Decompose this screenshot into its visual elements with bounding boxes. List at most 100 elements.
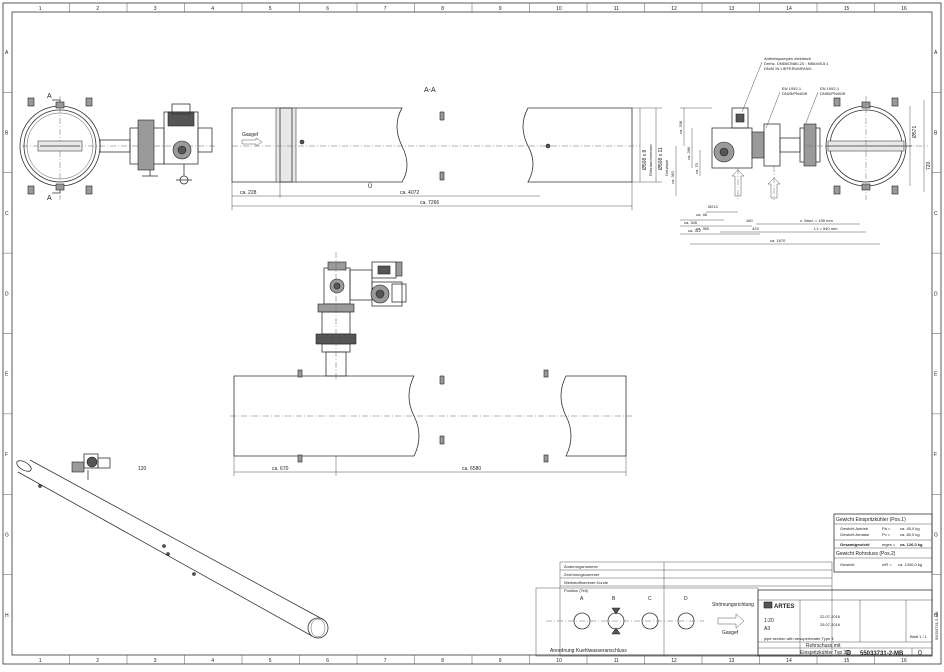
zone-label: 6 [326,6,329,12]
zone-label: 5 [269,6,272,12]
tb-row-4: Position (Teil) [564,588,589,593]
weight-row-3-val: ca. 126,0 kg [900,542,923,547]
zone-label: D [934,291,938,297]
dim-front-b: ca. 6580 [462,466,481,472]
flow-pos-b: B [612,596,616,602]
tb-scale: 1:20 [764,618,774,624]
zone-label: C [5,211,9,217]
zone-label: 10 [556,6,562,12]
dim-diameter-housing-sub: Gehäuse [664,159,669,176]
zone-label: 5 [269,658,272,664]
zone-label: 16 [901,658,907,664]
weight-table: Gewicht Einspritzkühler (Pos.1) Gewicht … [833,513,933,573]
dim-r1: ca. 48 [696,212,708,217]
zone-label: 15 [844,6,850,12]
zone-label: 13 [729,6,735,12]
weight-row-1-sym: Pa = [882,526,891,531]
flow-legend-subtitle: Gasgef [722,630,739,636]
zone-label: 1 [39,658,42,664]
zone-label: 2 [96,6,99,12]
section-aa-view: A-A Gasgef Ø508 x 8 Rohrdurchmesser Ø508… [231,87,669,210]
zone-label: H [934,613,938,619]
dim-r5: 160 [746,218,753,223]
flange-a-std: EN 1092-1 [782,86,802,91]
drawing-number-prefix: D [846,650,851,657]
dim-front-a: ca. 670 [272,466,289,472]
flow-pos-c: C [648,596,652,602]
zone-label: 14 [786,658,792,664]
weight-row-2-sym: Pv = [882,532,891,537]
zone-label: 12 [671,658,677,664]
zone-label: F [5,452,8,458]
weight-row-2-label: Gewicht Armatur [840,532,870,537]
flow-direction-legend: Strömungsrichtung Gasgef A B C D Anordnu… [535,587,759,657]
title-block: Änderungsnummer Zeichnungsnummer Werksto… [559,561,939,657]
zone-label: D [5,291,9,297]
dim-h3: ca. 286 [686,146,691,160]
dim-h2: ca. 362 [670,170,675,184]
zone-label: F [934,452,937,458]
weights-title-2: Gewicht Rohrstuss (Pos.2) [836,551,896,557]
flange-b-spec: DN50/PN40/B [820,91,845,96]
dim-r8: L1 = 540 mm [814,226,838,231]
flow-pos-d: D [684,596,688,602]
weight-row-1-val: ca. 45,0 kg [900,526,920,531]
zone-label: 8 [441,658,444,664]
note-line-3: DN40 IN LIEFERUMFANG [764,66,812,71]
flange-b-std: EN 1092-1 [820,86,840,91]
iso-label: 120 [138,466,147,472]
section-label-bottom: A [47,195,52,202]
zone-label: E [5,372,9,378]
dim-height-v: 720 [926,161,932,170]
zone-label: 13 [729,658,735,664]
zone-label: G [5,532,9,538]
flow-legend-caption: Anordnung Kuehlwasseranschluss [550,648,627,654]
front-view: ca. 670 ca. 6580 [230,252,632,476]
flow-pos-a: A [580,596,584,602]
flow-label: Gasgef [242,132,259,138]
weight-row-3-sym: mges = [882,542,896,547]
tb-date-1: 22.07.2016 [820,614,841,619]
weight-row-2-val: ca. 80,0 kg [900,532,920,537]
zone-label: 11 [614,6,619,12]
inner-frame [11,11,933,656]
drawing-number: 55033731-2-MB [860,651,904,657]
desc-title-1: Rohrschuss mit [806,643,841,649]
tb-row-3: Werkstoffnummer Kunde [564,580,609,585]
dim-outer-diameter: Ø571 [912,126,918,138]
dim-length-c: ca. 7266 [420,200,439,206]
zone-label: 11 [614,658,619,664]
zone-label: 3 [154,6,157,12]
tb-date-2: 25.07.2016 [820,622,841,627]
tb-row-2: Zeichnungsnummer [564,572,600,577]
zone-label: E [934,372,938,378]
side-drawing-number: 55033731-2-MB [934,611,939,640]
zone-label: H [5,613,9,619]
dim-length-a: ca. 228 [240,190,257,196]
zone-label: 7 [384,6,387,12]
zone-label: A [934,50,938,56]
zone-label: 7 [384,658,387,664]
weight-row-1-label: Gewicht Antrieb [840,526,869,531]
zone-label: 8 [441,6,444,12]
dim-r9: ca. 1670 [770,238,786,243]
dim-diameter-pipe-sub: Rohrdurchmesser [648,144,653,176]
desc-small: pipe section with desuperheater Type 3 [764,636,834,641]
weld-mark: Ü [368,183,372,190]
zone-label: C [934,211,938,217]
weight-pipe-label: Gewicht [840,562,855,567]
flow-legend-title: Strömungsrichtung [712,602,754,608]
isometric-view: 120 [16,453,329,639]
dim-diameter-housing: Ø508 x 11 [658,147,664,170]
revision: 0 [918,650,922,657]
left-end-view: A A [19,93,215,202]
zone-label: 1 [39,6,42,12]
zone-label: 6 [326,658,329,664]
zone-label: 12 [671,6,677,12]
zone-label: 4 [211,658,214,664]
dim-length-b: ca. 4072 [400,190,419,196]
note-line-1: Antriebspumpen elektrisch [764,56,811,61]
